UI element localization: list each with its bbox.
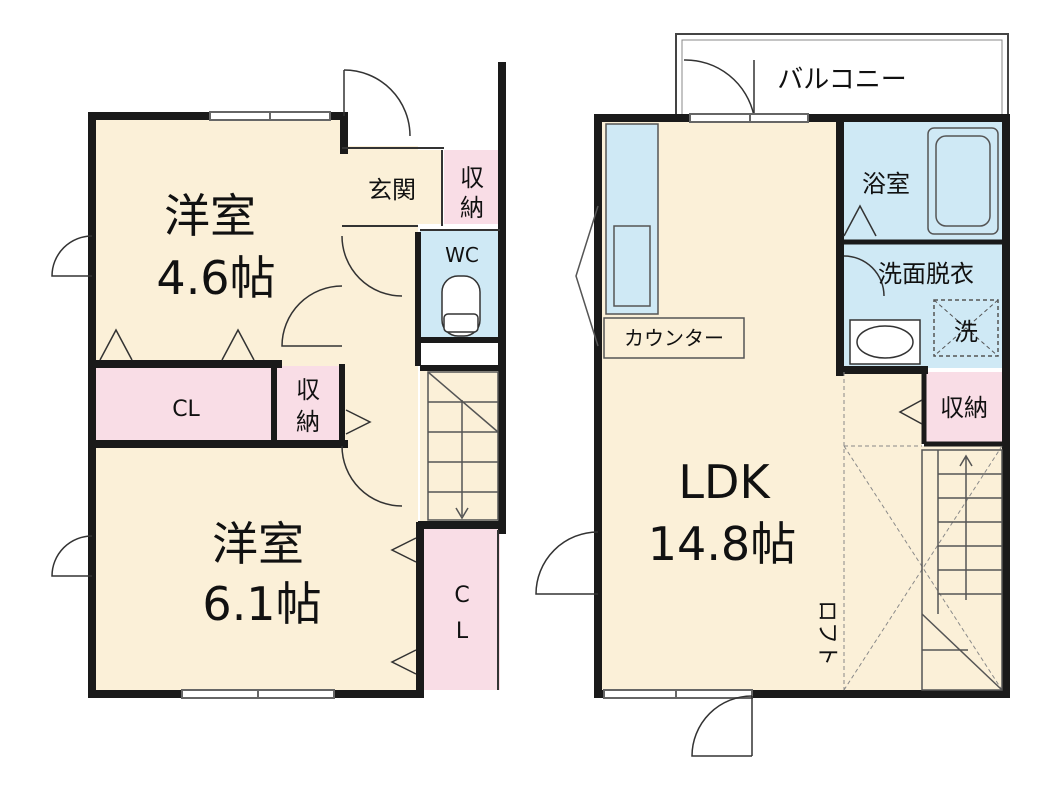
entrance-storage-floor: [444, 150, 500, 224]
storage-floor: [276, 366, 342, 440]
stair-floor: [420, 368, 500, 524]
western-room-a-floor: [96, 118, 342, 366]
bath-label: 浴室: [862, 170, 910, 198]
ldk-size: 14.8帖: [648, 517, 796, 571]
western-room-a-name: 洋室: [164, 189, 256, 243]
western-room-b-name: 洋室: [212, 517, 304, 571]
stair2-floor: [922, 446, 1002, 692]
counter-label-box: [603, 317, 745, 359]
closet-floor: [96, 366, 274, 440]
counter-label: カウンター: [624, 326, 724, 350]
closet-b-floor: [424, 528, 500, 690]
entrance-storage-line2: 納: [460, 194, 484, 222]
closet-b-line2: L: [456, 619, 469, 644]
storage2-floor: [926, 372, 1002, 442]
storage2-label: 収納: [940, 394, 988, 422]
storage-label-line1: 収: [296, 376, 320, 404]
ldk-name: LDK: [678, 455, 771, 509]
western-room-a-size: 4.6帖: [156, 251, 275, 305]
floor-plan-2: バルコニー カウンター LDK 14.8帖 浴室 洗面脱衣 洗 収納 ロフト: [535, 33, 1010, 757]
western-room-b-size: 6.1帖: [202, 577, 321, 631]
closet-b-line1: C: [454, 583, 469, 608]
floor-plan-1: 洋室 4.6帖 CL 収 納 洋室 6.1帖 玄関 収 納 WC C L: [51, 62, 506, 699]
washroom-label: 洗面脱衣: [878, 260, 974, 288]
storage-label-line2: 納: [296, 408, 320, 436]
balcony-label: バルコニー: [777, 65, 906, 95]
entrance-storage-line1: 収: [460, 164, 484, 192]
entrance-floor: [342, 150, 442, 224]
entrance-label: 玄関: [368, 176, 416, 204]
closet-label: CL: [172, 397, 200, 422]
loft-label: ロフト: [814, 600, 839, 666]
loft-floor: [840, 372, 922, 692]
balcony: [675, 33, 1009, 117]
washer-label: 洗: [954, 318, 978, 346]
wc-label: WC: [445, 243, 479, 267]
